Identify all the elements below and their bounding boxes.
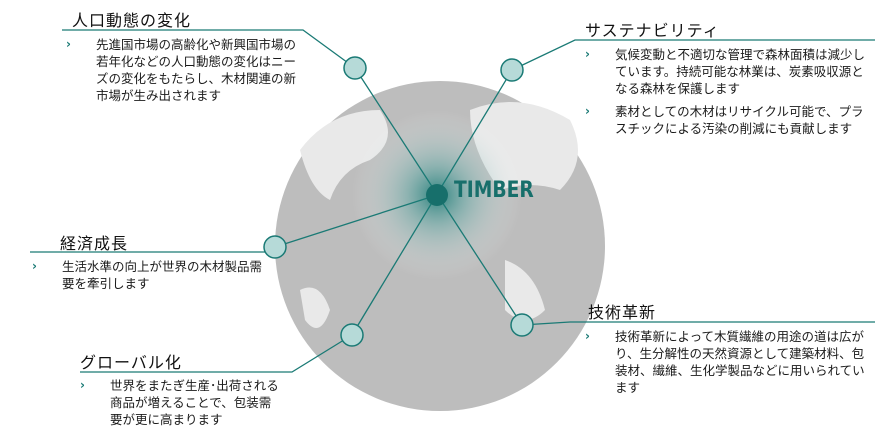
chevron-right-icon: › <box>66 37 71 51</box>
section-title-economic-growth: 経済成長 <box>60 234 129 253</box>
section-title-sustainability: サステナビリティ <box>585 21 720 40</box>
section-body-economic-growth: ›生活水準の向上が世界の木材製品需要を牽引します <box>32 258 262 298</box>
list-item: ›素材としての木材はリサイクル可能で、プラスチックによる汚染の削減にも貢献します <box>585 104 864 136</box>
node-economic-growth <box>263 235 287 259</box>
chevron-right-icon: › <box>80 378 85 392</box>
chevron-right-icon: › <box>585 47 590 61</box>
section-title-innovation: 技術革新 <box>588 303 657 322</box>
list-item: ›技術革新によって木質繊維の用途の道は広がり、生分解性の天然資源として建築材料、… <box>585 329 865 395</box>
node-globalization <box>340 323 364 347</box>
list-item: ›世界をまたぎ生産･出荷される商品が増えることで、包装需要が更に高まります <box>80 378 279 427</box>
section-body-globalization: ›世界をまたぎ生産･出荷される商品が増えることで、包装需要が更に高まります <box>80 377 280 434</box>
section-body-sustainability: ›気候変動と不適切な管理で森林面積は減少しています。持続可能な林業は、炭素吸収源… <box>585 46 870 143</box>
chevron-right-icon: › <box>585 329 590 343</box>
section-body-innovation: ›技術革新によって木質繊維の用途の道は広がり、生分解性の天然資源として建築材料、… <box>585 328 870 402</box>
section-title-demographics: 人口動態の変化 <box>72 11 192 30</box>
center-label: TIMBER <box>454 178 534 203</box>
hub-node <box>426 184 448 206</box>
node-innovation <box>510 313 534 337</box>
section-body-demographics: ›先進国市場の高齢化や新興国市場の若年化などの人口動態の変化はニーズの変化をもた… <box>66 36 306 110</box>
list-item: ›生活水準の向上が世界の木材製品需要を牽引します <box>32 259 263 291</box>
node-sustainability <box>500 58 524 82</box>
node-demographics <box>343 56 367 80</box>
list-item: ›気候変動と不適切な管理で森林面積は減少しています。持続可能な林業は、炭素吸収源… <box>585 47 866 96</box>
list-item: ›先進国市場の高齢化や新興国市場の若年化などの人口動態の変化はニーズの変化をもた… <box>66 37 297 103</box>
chevron-right-icon: › <box>32 259 37 273</box>
chevron-right-icon: › <box>585 104 590 118</box>
section-title-globalization: グローバル化 <box>80 353 182 372</box>
